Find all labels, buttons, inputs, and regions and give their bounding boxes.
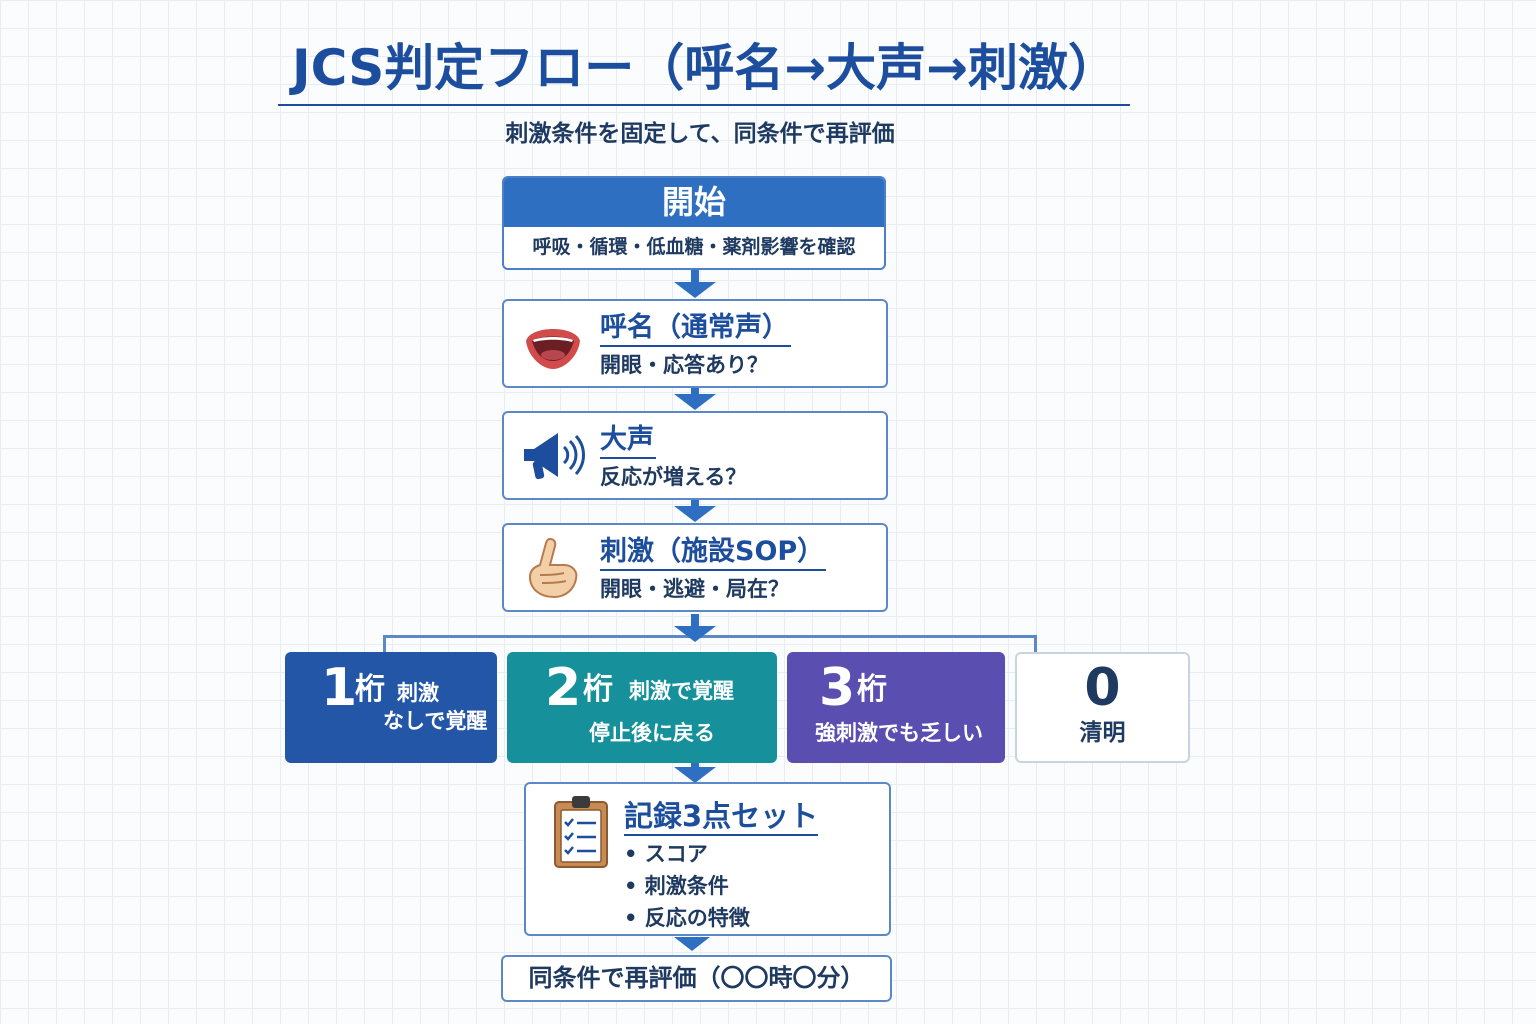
connector-stem [691,763,699,769]
down-arrow-icon [674,282,716,298]
step-question: 開眼・応答あり？ [600,353,768,377]
level-desc-line1: 刺激で覚醒 [629,679,734,703]
record-item: • 反応の特徴 [624,906,750,930]
level-number: 1 [321,658,358,718]
level-unit: 桁 [857,672,887,707]
start-heading: 開始 [504,178,884,227]
level-desc-line1: 強刺激でも乏しい [815,721,983,745]
down-arrow-icon [674,937,710,951]
clipboard-icon [554,796,608,868]
level-2-box: 2 桁 刺激で覚醒 停止後に戻る [507,652,777,763]
level-number: 0 [1084,658,1121,718]
pointing-hand-icon [528,537,578,599]
level-number: 2 [545,658,582,718]
level-unit: 桁 [583,672,613,707]
start-note: 呼吸・循環・低血糖・薬剤影響を確認 [532,236,856,258]
level-desc-line2: なしで覚醒 [383,709,488,733]
level-number: 3 [819,658,856,718]
branch-drop [383,635,386,653]
connector-stem [691,270,699,284]
down-arrow-icon [674,394,716,410]
record-box: 記録3点セット • スコア • 刺激条件 • 反応の特徴 [524,782,891,936]
level-0-box: 0 清明 [1015,652,1190,763]
start-box: 開始 呼吸・循環・低血糖・薬剤影響を確認 [502,176,886,270]
level-3-box: 3 桁 強刺激でも乏しい [787,652,1005,763]
down-arrow-icon [674,626,716,642]
page-title: JCS判定フロー（呼名→大声→刺激） [291,39,1119,97]
step-title: 刺激（施設SOP） [600,535,827,571]
record-title: 記録3点セット [624,798,819,836]
level-desc-line1: 清明 [1079,720,1126,746]
step-title: 呼名（通常声） [600,311,791,347]
down-arrow-icon [674,506,716,522]
level-1-box: 1 桁 刺激 なしで覚醒 [285,652,497,763]
down-arrow-icon [674,767,716,783]
record-item: • スコア [624,842,708,866]
step-stimulus: 刺激（施設SOP） 開眼・逃避・局在？ [502,523,888,612]
record-item: • 刺激条件 [624,874,729,898]
branch-drop [1034,635,1037,653]
title-underline [278,104,1130,106]
step-question: 開眼・逃避・局在？ [600,577,789,601]
step-title: 大声 [600,423,656,459]
step-loud-voice: 大声 反応が増える？ [502,411,888,500]
connector-stem [691,388,699,396]
level-desc-line2: 停止後に戻る [589,721,715,745]
page-subtitle: 刺激条件を固定して、同条件で再評価 [505,121,895,147]
level-desc-line1: 刺激 [397,681,439,705]
mouth-icon [526,329,580,369]
megaphone-icon [524,433,585,480]
reevaluate-box: 同条件で再評価（〇〇時〇分） [501,955,892,1002]
connector-stem [691,500,699,508]
step-question: 反応が増える？ [600,465,747,489]
level-unit: 桁 [355,672,385,707]
step-call-name: 呼名（通常声） 開眼・応答あり？ [502,299,888,388]
connector-stem [691,614,699,628]
